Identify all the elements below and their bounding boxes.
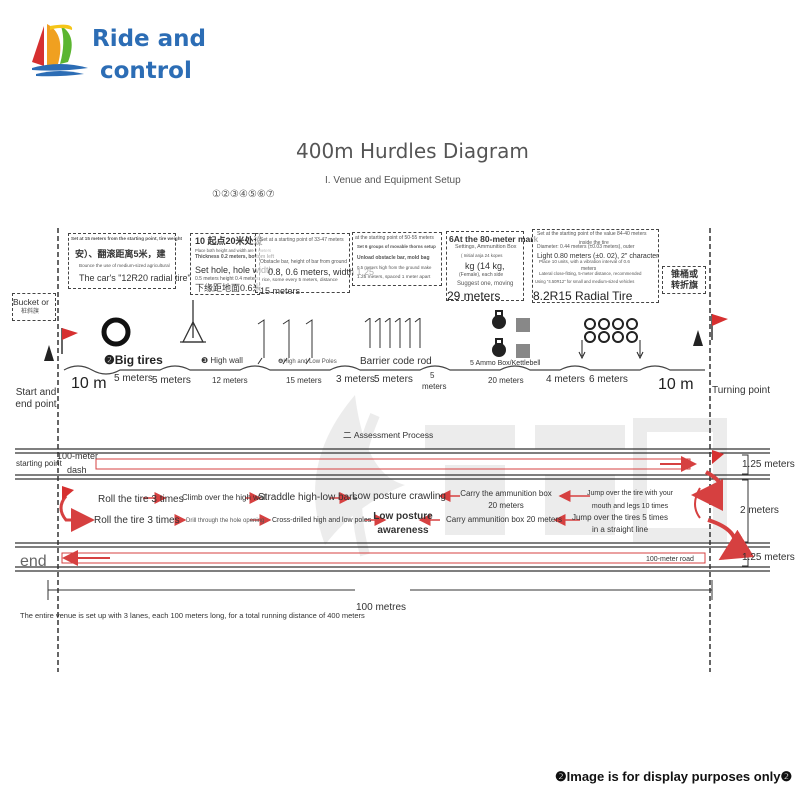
low-awareness: Low posture awareness — [373, 511, 433, 536]
start-cone-icon — [44, 345, 54, 361]
callout-obstacle-bar: Set at a starting point of 33-47 meters … — [255, 233, 374, 296]
jump-tire-1: Jump over the tire with your mouth and l… — [587, 490, 673, 510]
turning-cone-icon — [693, 330, 703, 346]
start-flag-icon — [61, 328, 78, 354]
dist-12m: 12 meters — [212, 376, 248, 385]
climb-wall: Climb over the high wall — [182, 493, 267, 502]
carry-box-2: Carry ammunition box 20 meters — [446, 515, 563, 524]
dist-5m-d: 5 — [430, 371, 435, 380]
dist-5m-b: 5 meters — [152, 375, 191, 386]
width-125-top: 1.25 meters — [742, 459, 795, 470]
low-crawl: Low posture crawling — [352, 491, 446, 502]
dist-meters: meters — [422, 382, 447, 391]
turning-flag-icon — [711, 314, 728, 340]
tire-group-icon — [578, 318, 644, 360]
dash-label-1: 100-meter — [57, 451, 99, 461]
drill-hole: Drill through the hole opening — [186, 518, 265, 524]
dist-10m-right: 10 m — [658, 376, 694, 393]
ammo-box-icon — [492, 310, 530, 358]
road-label: 100-meter road — [646, 556, 694, 563]
high-low-poles-label: ❹High and Low Poles — [278, 359, 337, 365]
logo-line-2: control — [100, 58, 192, 84]
turn-flag-icon — [712, 450, 724, 464]
section-venue-setup: I. Venue and Equipment Setup — [325, 175, 461, 186]
step-numbers: ①②③④⑤⑥⑦ — [212, 189, 275, 200]
big-tires-label: ❷Big tires — [104, 353, 163, 367]
callout-big-tire: Set at 15 meters from the starting point… — [68, 233, 191, 289]
dist-15m: 15 meters — [286, 376, 322, 385]
disclaimer: ❷Image is for display purposes only❷ — [555, 769, 793, 784]
callout-bucket: Bucket or 桩斜旗 — [12, 293, 56, 321]
high-low-poles-icon — [257, 319, 313, 365]
callout-high-wall: 10 起点20米处设 Place both height and width a… — [190, 233, 274, 295]
high-wall-icon — [180, 300, 206, 343]
end-label: end — [20, 553, 47, 570]
callout-turning: 锥桶或 转折旗 — [662, 266, 706, 294]
dist-5m-c: 5 meters — [374, 374, 413, 385]
roll-tire-2: Roll the tire 3 times — [94, 515, 180, 526]
starting-point-label: starting point — [16, 459, 62, 468]
venue-note: The entire venue is set up with 3 lanes,… — [20, 611, 365, 620]
width-2m: 2 meters — [740, 505, 779, 516]
lane-flag-icon — [62, 486, 74, 500]
roll-tire-1: Roll the tire 3 times — [98, 494, 184, 505]
page-title: 400m Hurdles Diagram — [296, 139, 529, 163]
logo-line-1: Ride and — [92, 26, 207, 52]
jump-tire-2: Jump over the tires 5 times in a straigh… — [571, 513, 669, 534]
callout-ammo-box: 6At the 80-meter mark Settings, Ammuniti… — [446, 231, 538, 302]
dist-6m: 6 meters — [589, 374, 628, 385]
barrier-code-rod-icon — [364, 318, 421, 348]
straddle-bars: Straddle high-low bars — [258, 492, 358, 503]
hundred-metres-label: 100 metres — [356, 602, 407, 613]
sailboat-logo-icon — [32, 24, 88, 77]
dist-5m-a: 5 meters — [114, 373, 153, 384]
assessment-title: 二 Assessment Process — [343, 430, 434, 440]
callout-radial-tire: Set at the starting point of the value 8… — [532, 229, 659, 303]
turning-point-label: Turning point — [712, 385, 770, 396]
barrier-rod-label: Barrier code rod — [360, 356, 432, 367]
logo: Ride and control — [30, 18, 206, 88]
high-wall-label: ❸ High wall — [201, 356, 243, 365]
dist-10m-left: 10 m — [71, 375, 107, 392]
big-tire-icon — [101, 317, 131, 347]
carry-box-1: Carry the ammunition box 20 meters — [460, 489, 552, 510]
dist-20m: 20 meters — [488, 376, 524, 385]
ammo-kettlebell-label: 5 Ammo Box/Kettlebell — [470, 360, 541, 367]
start-end-label: Start and end point — [15, 387, 57, 410]
cross-poles: Cross-drilled high and low poles — [272, 517, 372, 524]
dash-label-2: dash — [67, 465, 87, 475]
callout-barrier-rod: at the starting point of 50-55 meters Se… — [352, 232, 442, 286]
dist-4m: 4 meters — [546, 374, 585, 385]
width-125-bot: 1.25 meters — [742, 552, 795, 563]
dist-3m: 3 meters — [336, 374, 375, 385]
